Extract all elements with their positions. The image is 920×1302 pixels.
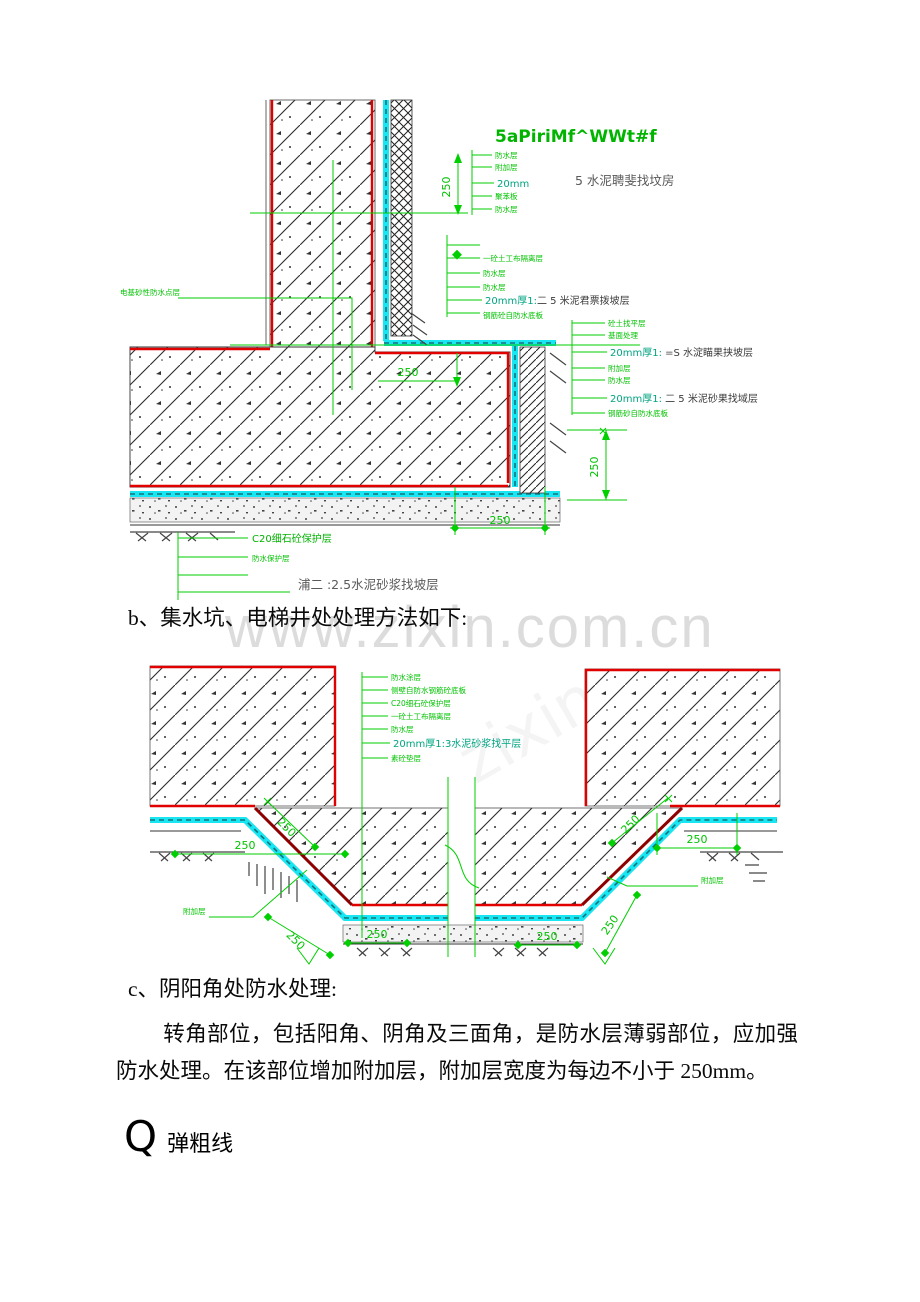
waterproof-membrane — [150, 817, 777, 921]
dim-label: 250 — [687, 833, 708, 846]
layer-label: 附加层 — [701, 875, 724, 885]
section-c-heading: c、阴阳角处防水处理: — [128, 977, 338, 1001]
layer-label: 附加层 — [183, 906, 206, 916]
annotation-left-leader: 电基砂性防水点层 — [120, 287, 353, 390]
protection-screed-band — [342, 924, 584, 945]
plaster-note: 5 水泥聘斐找坟房 — [575, 173, 674, 188]
layer-label: 侧壁自防水钢筋砼底板 — [391, 685, 466, 695]
dim-250-step: 250 — [378, 353, 461, 387]
concrete-left-wall — [149, 665, 337, 807]
dim-250-footing-right: 250 — [567, 427, 627, 501]
layer-label-big: 20mm厚1: 二 5 米泥砂果找域层 — [610, 392, 758, 405]
leader-ladder-top: 防水层 附加层 20mm 聚苯板 防水层 — [471, 150, 529, 215]
q-label: 弹粗线 — [167, 1131, 234, 1156]
layer-label: 防水层 — [495, 150, 518, 160]
body-paragraph: 转角部位，包括阳角、阴角及三面角，是防水层薄弱部位，应加强防水处理。在该部位增加… — [116, 1022, 798, 1083]
protection-wall-brick — [519, 346, 567, 494]
break-lines — [444, 777, 480, 957]
concrete-slab — [129, 346, 511, 488]
layer-label: 防水层 — [483, 282, 506, 292]
soil-hatch — [150, 851, 783, 957]
layer-label: 聚苯板 — [495, 191, 518, 201]
layer-label: 附加层 — [495, 162, 518, 172]
leader-ladder-bottom: C20细石砼保护层 防水保护层 浦二 :2.5水泥砂浆找坡层 — [177, 532, 439, 600]
dim-label: 250 — [367, 928, 388, 941]
leader-ladder-middle: 一砼土工布隔离层 防水层 防水层 20mm厚1:二 5 米泥君票拨坡层 钢筋砼自… — [446, 235, 630, 320]
layer-label: 防水层 — [483, 268, 506, 278]
waterproof-membrane — [130, 100, 560, 497]
layer-label: 一砼土工布隔离层 — [483, 253, 543, 263]
dim-label: 250 — [235, 839, 256, 852]
leader-ladder-right: 砼土找平层 基面处理 20mm厚1: =S 水淀瞄果挟坡层 附加层 防水层 20… — [571, 318, 758, 418]
layer-label: 防水层 — [608, 375, 631, 385]
dim-250-left-slope-lower: 250 — [263, 912, 335, 960]
layer-label-big: 20mm厚1:3水泥砂浆找平层 — [393, 737, 521, 750]
layer-label: 防水层 — [495, 204, 518, 214]
layer-label: 防水涂层 — [391, 672, 421, 682]
watermark: www.zixin.com.cn — [225, 595, 715, 660]
dim-label: 250 — [440, 177, 453, 198]
diagram-wall-footing-detail: 电基砂性防水点层 250 防水层 附加层 20mm 聚苯板 防水层 5aPiri… — [120, 99, 758, 600]
screed-note: 浦二 :2.5水泥砂浆找坡层 — [298, 577, 439, 592]
protection-wall-crosshatch — [390, 99, 428, 346]
layer-label: 钢筋砂自防水底板 — [608, 408, 668, 418]
dim-label: 250 — [599, 913, 622, 938]
leader-ladder-pit: 防水涂层 侧壁自防水钢筋砼底板 C20细石砼保护层 一砼土工布隔离层 防水层 2… — [361, 672, 521, 938]
additional-layer-left: 附加层 — [183, 869, 308, 918]
layer-label: 20mm — [497, 179, 529, 190]
layer-label: 附加层 — [608, 363, 631, 373]
membrane-red-lines — [150, 804, 780, 907]
dim-250-right-slope-lower: 250 — [599, 890, 642, 958]
diagram-title: 5aPiriMf^WWt#f — [495, 127, 657, 147]
layer-label: 基面处理 — [608, 330, 638, 340]
layer-label: 钢筋砼自防水底板 — [483, 310, 543, 320]
layer-label: 一砼土工布隔离层 — [391, 711, 451, 721]
dim-250-pit-floor-left: 250 — [343, 928, 412, 948]
additional-layer-right: 附加层 — [606, 875, 724, 887]
layer-label-big: 20mm厚1: =S 水淀瞄果挟坡层 — [610, 346, 753, 359]
layer-label: 防水层 — [391, 724, 414, 734]
protection-screed-band — [129, 497, 561, 526]
concrete-right-wall — [584, 668, 781, 807]
layer-label: 素砼垫层 — [391, 753, 421, 763]
dim-label: 250 — [537, 930, 558, 943]
concrete-wall — [265, 99, 376, 352]
left-layer-label: 电基砂性防水点层 — [120, 287, 180, 297]
dim-label: 250 — [398, 366, 419, 379]
layer-label: C20细石砼保护层 — [391, 698, 451, 708]
dim-label: 250 — [283, 929, 307, 953]
soil-hatch-bottom — [130, 531, 235, 542]
dim-label: 250 — [490, 514, 511, 527]
layer-label: C20细石砼保护层 — [252, 532, 332, 545]
q-initial: Q — [124, 1112, 158, 1161]
layer-label: 防水保护层 — [252, 553, 290, 563]
q-heading: Q 弹粗线 — [124, 1112, 233, 1161]
section-b-heading: b、集水坑、电梯井处处理方法如下: — [128, 606, 468, 630]
diagram-pit-detail: zixin — [149, 661, 783, 965]
pit-corner-markers — [296, 947, 616, 965]
dim-label: 250 — [588, 457, 601, 478]
layer-label-big: 20mm厚1:二 5 米泥君票拨坡层 — [485, 294, 630, 307]
dim-250-wall-upper: 250 — [440, 153, 462, 215]
layer-label: 砼土找平层 — [608, 318, 646, 328]
